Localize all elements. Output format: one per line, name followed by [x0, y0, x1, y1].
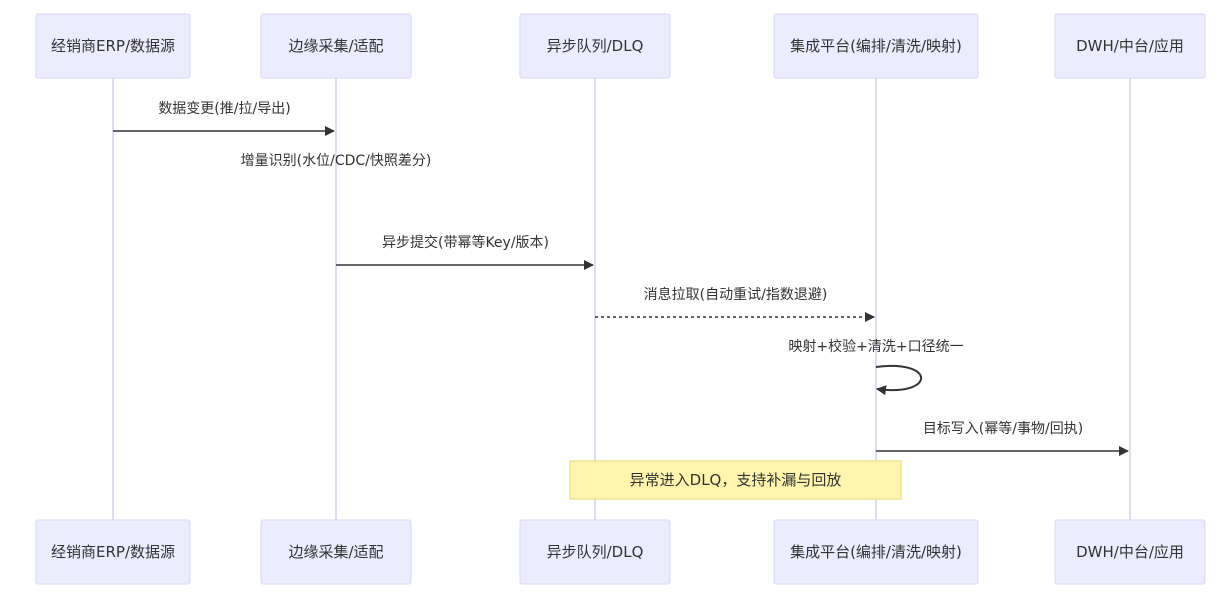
message-label: 数据变更(推/拉/导出) — [158, 101, 290, 117]
actor-label: 集成平台(编排/清洗/映射) — [790, 37, 962, 55]
actor-label: 经销商ERP/数据源 — [51, 37, 175, 55]
message-label: 消息拉取(自动重试/指数退避) — [644, 286, 828, 303]
message-1: 数据变更(推/拉/导出) — [113, 101, 335, 136]
note-box — [569, 460, 902, 500]
actor-box — [1054, 519, 1206, 585]
actor-mq-bottom: 异步队列/DLQ — [519, 519, 671, 585]
message-3: 异步提交(带幂等Key/版本) — [336, 234, 594, 270]
actor-dwh-top: DWH/中台/应用 — [1054, 13, 1206, 79]
message-6: 目标写入(幂等/事物/回执) — [876, 420, 1129, 456]
actor-integ-bottom: 集成平台(编排/清洗/映射) — [773, 519, 979, 585]
actor-box — [773, 13, 979, 79]
actor-box — [35, 13, 191, 79]
actor-mq-top: 异步队列/DLQ — [519, 13, 671, 79]
actor-label: 异步队列/DLQ — [547, 37, 644, 55]
actor-label: 集成平台(编排/清洗/映射) — [790, 543, 962, 561]
actor-box — [260, 519, 412, 585]
actor-label: 异步队列/DLQ — [547, 543, 644, 561]
actor-label: 经销商ERP/数据源 — [51, 543, 175, 561]
self-message-arrow — [875, 364, 922, 396]
message-label: 增量识别(水位/CDC/快照差分) — [241, 153, 432, 169]
message-label: 映射+校验+清洗+口径统一 — [788, 338, 963, 355]
message-5: 映射+校验+清洗+口径统一 — [788, 338, 964, 396]
actor-box — [773, 519, 979, 585]
actor-erp-top: 经销商ERP/数据源 — [35, 13, 191, 79]
actor-box — [519, 519, 671, 585]
actor-edge-bottom: 边缘采集/适配 — [260, 519, 412, 585]
actor-label: 边缘采集/适配 — [288, 37, 383, 55]
actor-erp-bottom: 经销商ERP/数据源 — [35, 519, 191, 585]
actor-edge-top: 边缘采集/适配 — [260, 13, 412, 79]
actor-integ-top: 集成平台(编排/清洗/映射) — [773, 13, 979, 79]
message-4: 消息拉取(自动重试/指数退避) — [595, 286, 875, 322]
actor-box — [260, 13, 412, 79]
note: 异常进入DLQ，支持补漏与回放 — [569, 460, 902, 500]
actor-label: DWH/中台/应用 — [1076, 543, 1184, 561]
actor-dwh-bottom: DWH/中台/应用 — [1054, 519, 1206, 585]
note-text: 异常进入DLQ，支持补漏与回放 — [630, 471, 842, 489]
message-label: 异步提交(带幂等Key/版本) — [382, 234, 549, 251]
message-label: 目标写入(幂等/事物/回执) — [923, 420, 1083, 437]
actor-label: 边缘采集/适配 — [288, 543, 383, 561]
actor-box — [1054, 13, 1206, 79]
actor-label: DWH/中台/应用 — [1076, 37, 1184, 55]
message-2: 增量识别(水位/CDC/快照差分) — [241, 153, 432, 169]
actor-box — [519, 13, 671, 79]
actor-box — [35, 519, 191, 585]
